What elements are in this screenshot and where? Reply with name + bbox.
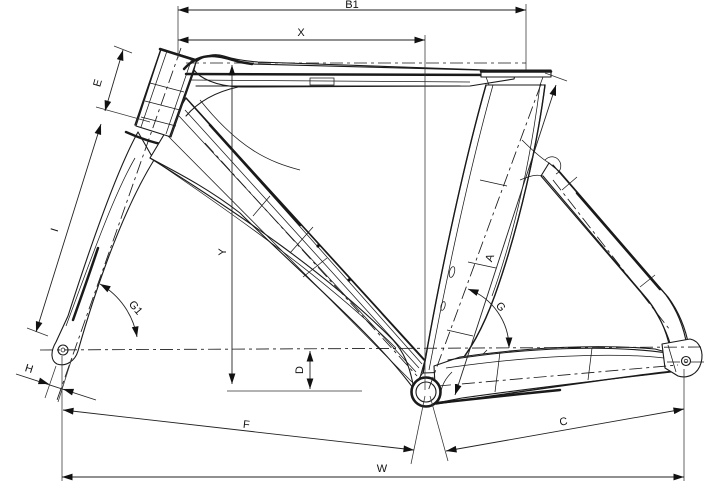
dimension-a bbox=[451, 83, 560, 397]
dim-label-f: F bbox=[242, 419, 250, 432]
dimension-lines bbox=[15, 6, 685, 481]
chain-stay-axis-line bbox=[437, 364, 679, 387]
dimension-g1-angle bbox=[98, 281, 141, 338]
steering-axis-line bbox=[56, 47, 182, 401]
seat-top bbox=[479, 69, 553, 86]
seat-stay bbox=[519, 139, 690, 351]
dim-label-c: C bbox=[559, 415, 569, 428]
dim-label-i: I bbox=[49, 227, 61, 234]
top-tube bbox=[182, 54, 517, 117]
dim-label-w: W bbox=[377, 463, 388, 475]
down-tube bbox=[149, 97, 426, 393]
seat-tube bbox=[422, 84, 546, 374]
dimension-w bbox=[62, 473, 684, 481]
dim-label-d: D bbox=[294, 366, 306, 374]
dim-label-a: A bbox=[483, 252, 497, 264]
axle-center-line bbox=[39, 346, 704, 351]
dim-label-b1: B1 bbox=[345, 0, 358, 11]
dim-label-x: X bbox=[297, 27, 305, 39]
down-tube-axis-line bbox=[204, 142, 418, 377]
dimension-y bbox=[228, 65, 236, 384]
seat-stay-axis-line bbox=[552, 179, 671, 331]
dimension-g-angle bbox=[466, 285, 513, 349]
extension-lines bbox=[26, 4, 685, 481]
dim-label-h: H bbox=[23, 362, 34, 376]
dimension-c bbox=[445, 405, 685, 455]
dimension-f bbox=[62, 406, 415, 454]
dim-label-g: G bbox=[493, 300, 508, 314]
seat-tube-axis-line bbox=[427, 83, 542, 392]
dim-label-g1: G1 bbox=[126, 299, 145, 318]
bottom-bracket bbox=[410, 376, 442, 408]
dimension-labels: B1 X E I H G1 Y D F W C A G bbox=[23, 0, 568, 475]
front-fork bbox=[51, 130, 180, 366]
dimension-x bbox=[178, 36, 425, 44]
rear-dropout bbox=[661, 338, 703, 378]
dimension-i bbox=[32, 122, 105, 334]
dimension-d bbox=[306, 351, 314, 389]
dimension-h bbox=[15, 373, 97, 401]
dim-label-e: E bbox=[91, 78, 105, 88]
dim-label-y: Y bbox=[217, 248, 229, 256]
dimension-b1 bbox=[178, 6, 526, 14]
dimension-e bbox=[101, 49, 127, 112]
center-lines bbox=[39, 47, 705, 401]
